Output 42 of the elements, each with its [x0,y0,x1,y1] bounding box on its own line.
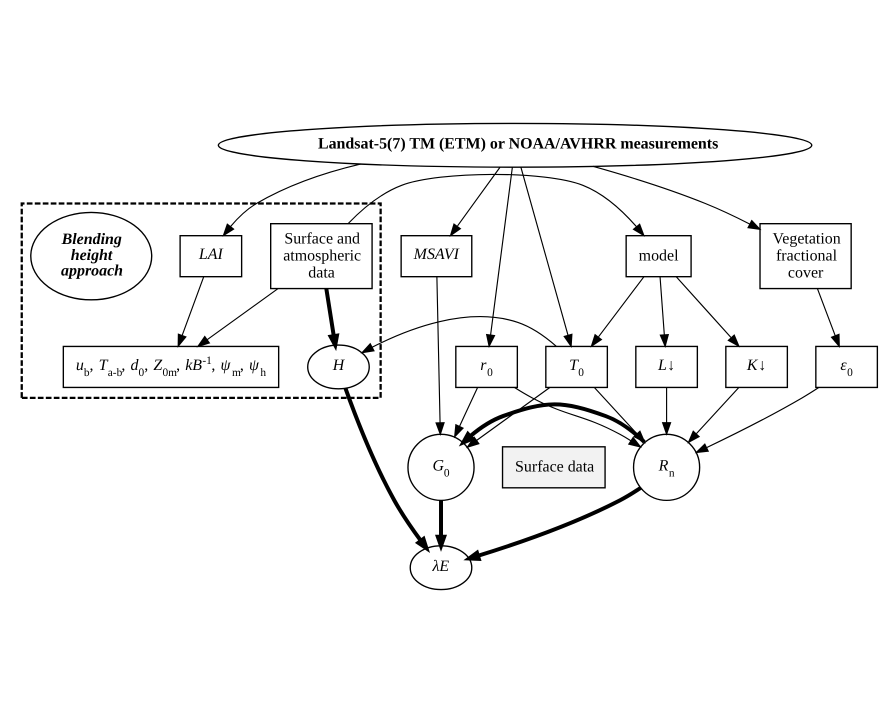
node-ellipse: Blending height approach [30,212,152,301]
node-box: T$_{0}$ [545,346,608,388]
arrow [687,387,740,444]
arrow [694,387,820,454]
node-ellipse: Landsat-5(7) TM (ETM) or NOAA/AVHRR measurements [218,122,812,168]
arrow [676,276,740,348]
arrow [435,276,445,436]
cluster [20,202,382,399]
node-box: ε$_{0}$ [815,346,878,388]
node-box: K↓ [725,346,788,388]
arrow [659,276,670,348]
node-box: MSAVI [400,234,472,278]
arrow [348,174,645,237]
arrow [435,500,448,552]
arrow [520,166,573,348]
node-box: Vegetation fractional cover [759,222,852,290]
node-box: model [625,234,692,278]
arrow [344,388,430,553]
arrow [450,167,500,237]
arrow [590,276,644,348]
arrow [324,288,340,352]
node-ellipse: H [307,344,370,390]
node-box: r$_{0}$ [455,346,518,388]
node-box: LAI [179,234,242,278]
node-box: L↓ [635,346,698,388]
node-circle: R$_{n}$ [632,434,700,502]
node-box: Surface and atmospheric data [270,222,373,290]
node-ellipse: λE [410,545,472,590]
arrow [196,288,278,348]
arrow [514,387,642,448]
node-box: Surface data [502,446,606,489]
arrow [360,316,557,354]
arrow [178,276,204,348]
arrow [222,163,362,237]
arrow [454,387,478,438]
arrow [463,486,642,561]
arrow [486,167,513,348]
arrow [662,387,672,436]
arrow [816,288,840,348]
arrow [592,166,762,230]
node-circle: G$_{0}$ [407,434,475,502]
node-box: u$_{b}$, T$_{a-b}$, d$_{0}$, Z$_{0m}$, kB$^{-1}$, ψ$_{m}$, ψ$_{h}$ [62,346,280,388]
